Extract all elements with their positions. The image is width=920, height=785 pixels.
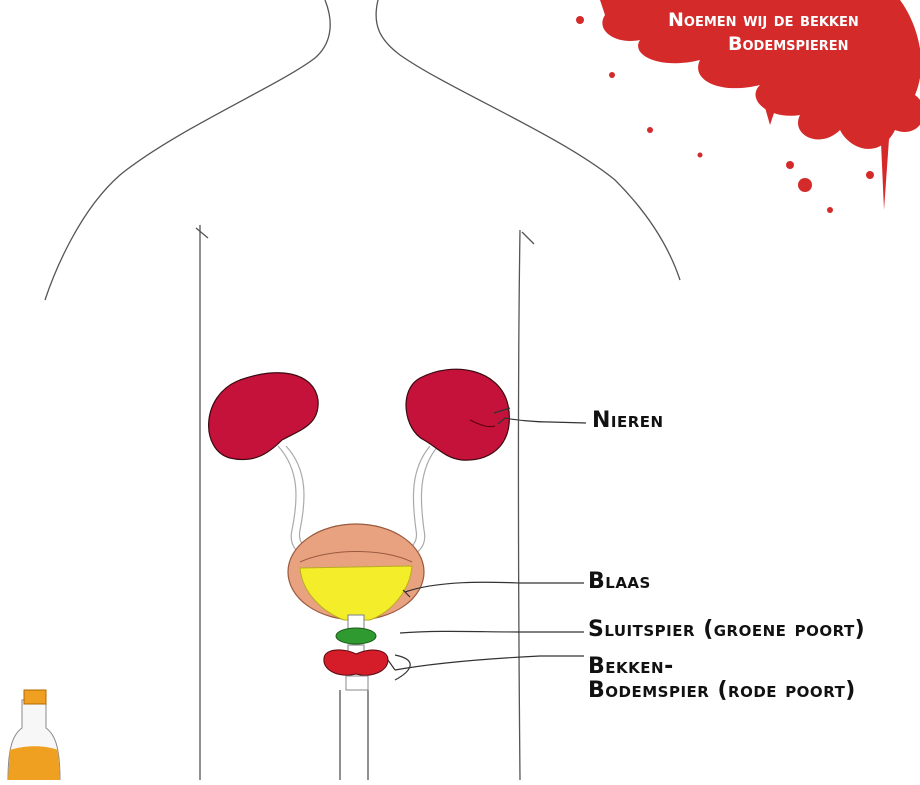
splash-line-2: Bodemspieren	[728, 32, 849, 56]
label-blaas: Blaas	[588, 569, 651, 595]
label-bekken-line-2: Bodemspier (rode poort)	[588, 678, 856, 704]
splash-line-1: Noemen wij de bekken	[668, 8, 859, 32]
sphincter-green	[336, 628, 376, 644]
label-bekken-line-1: Bekken-	[588, 654, 674, 680]
bladder	[288, 524, 424, 620]
bottle-icon	[8, 690, 60, 780]
kidneys	[209, 369, 510, 460]
kidney-left	[209, 373, 319, 460]
label-sluitspier: Sluitspier (groene poort)	[588, 617, 865, 643]
pelvic-floor-red	[324, 650, 388, 675]
kidney-right	[406, 369, 509, 460]
label-nieren: Nieren	[592, 408, 664, 434]
